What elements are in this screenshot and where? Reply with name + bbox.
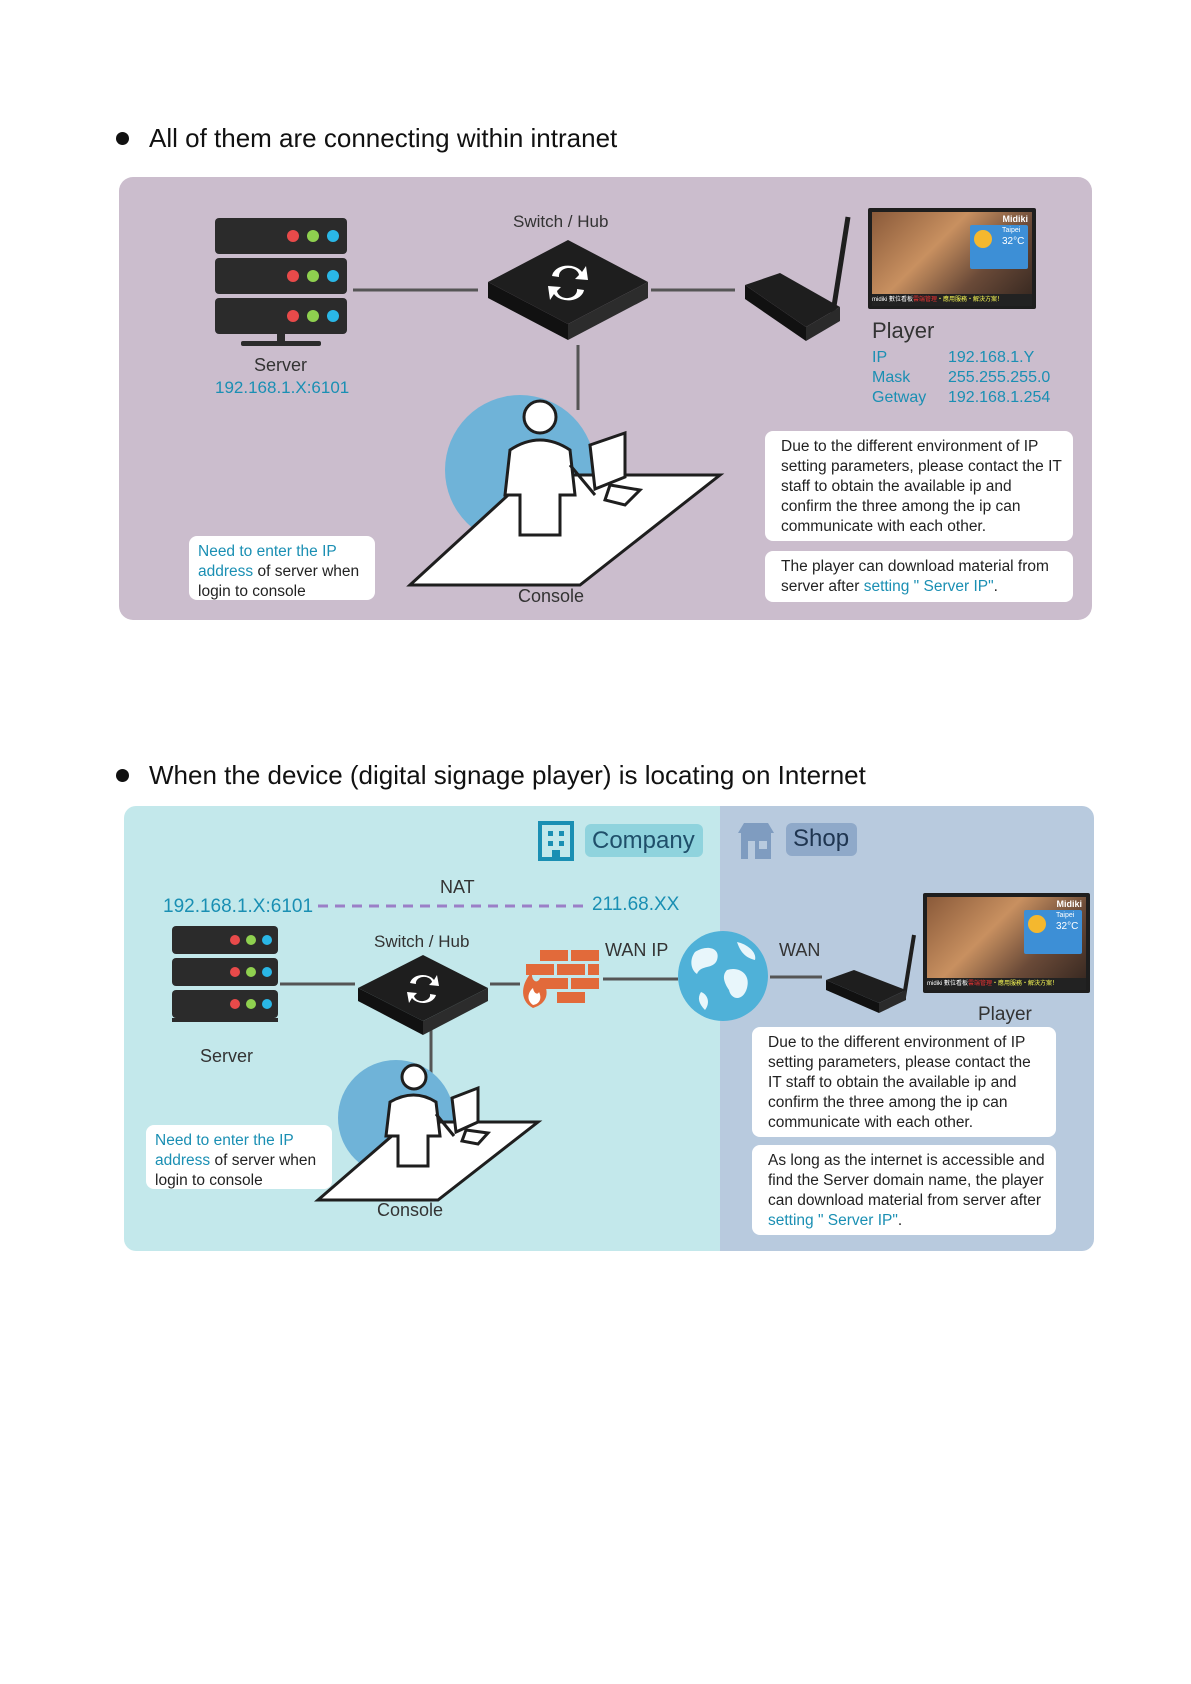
environment-note: Due to the different environment of IP s… xyxy=(752,1027,1056,1137)
screen-temp: 32°C xyxy=(1056,921,1078,932)
server-label: Server xyxy=(200,1046,253,1067)
switch-label: Switch / Hub xyxy=(374,932,469,952)
globe-icon xyxy=(677,930,769,1022)
firewall-icon xyxy=(518,950,603,1010)
ticker-a: midiki 數位看板 xyxy=(927,981,968,987)
login-note: Need to enter the IP address of server w… xyxy=(146,1125,332,1189)
console-label: Console xyxy=(377,1200,443,1221)
environment-note-text: Due to the different environment of IP s… xyxy=(768,1034,1031,1131)
internet-note-highlight: setting " Server IP" xyxy=(768,1212,898,1229)
screen-city: Taipei xyxy=(1056,912,1074,919)
wan-ip-label: WAN IP xyxy=(605,940,668,961)
internet-note: As long as the internet is accessible an… xyxy=(752,1145,1056,1235)
screen-brand: Midiki xyxy=(1056,899,1082,909)
ticker-b: 雲端管理 xyxy=(968,981,992,987)
console-illustration xyxy=(318,1060,548,1210)
switch-icon xyxy=(358,955,488,1035)
wan-label: WAN xyxy=(779,940,820,961)
weather-sun-icon xyxy=(1028,915,1046,933)
internet-note-end: . xyxy=(898,1212,902,1229)
signage-screen: Midiki Taipei 32°C midiki 數位看板雲端管理‧應用服務‧… xyxy=(923,893,1090,993)
ticker-c: ‧應用服務‧解決方案！ xyxy=(992,981,1058,987)
internet-note-text: As long as the internet is accessible an… xyxy=(768,1152,1045,1209)
server-icon xyxy=(172,926,278,1022)
player-label: Player xyxy=(978,1004,1032,1026)
player-device-icon xyxy=(824,935,924,1015)
